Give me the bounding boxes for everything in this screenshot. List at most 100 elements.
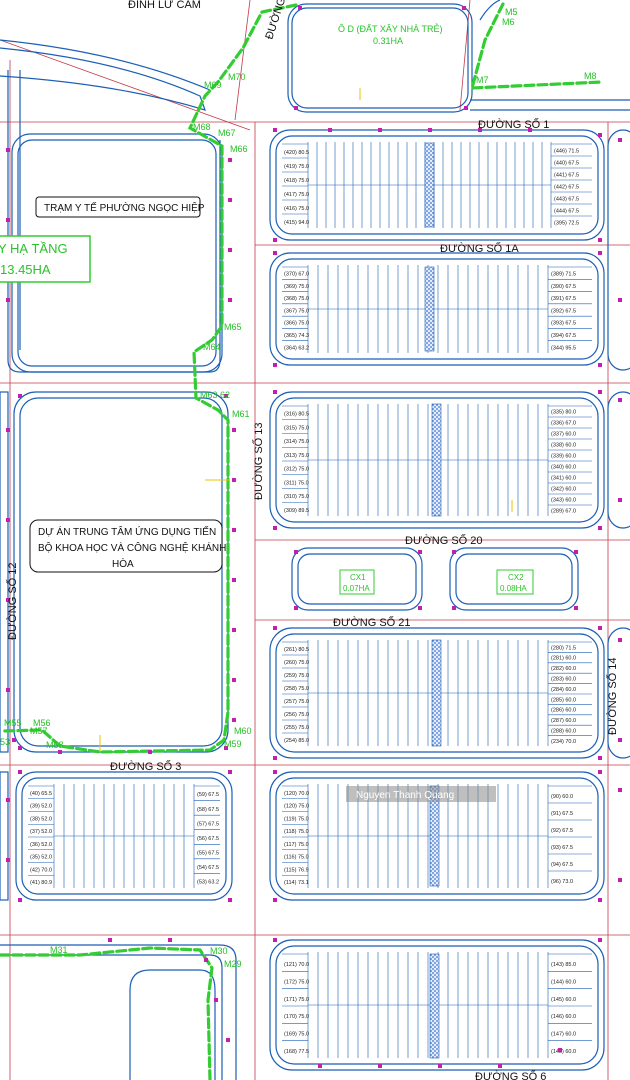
zone-tram-y-te: TRẠM Y TẾ PHƯỜNG NGỌC HIỆP — [44, 201, 205, 214]
lot-label: (395) 72.5 — [554, 220, 579, 226]
lot-label: (120) 70.0 — [284, 791, 309, 797]
zone-du-an-line3: HÒA — [112, 557, 134, 570]
road-label-duong-top: ĐƯỜNG — [262, 0, 288, 41]
boundary-marker — [378, 1064, 382, 1068]
watermark-band — [346, 786, 496, 802]
lot-label: (309) 89.5 — [284, 508, 309, 514]
cx2-box — [496, 569, 534, 595]
svg-text:M69: M69 — [204, 80, 222, 90]
svg-text:M68: M68 — [193, 122, 211, 132]
svg-text:M59: M59 — [224, 739, 242, 749]
svg-text:M8: M8 — [584, 71, 597, 81]
top-place-label: ĐỈNH LƯ CẦM — [128, 0, 201, 11]
lot-label: (288) 60.0 — [551, 728, 576, 734]
lot-label: (287) 60.0 — [551, 718, 576, 724]
lot-label: (147) 60.0 — [551, 1031, 576, 1037]
lot-label: (335) 80.0 — [551, 410, 576, 416]
lot-label: (440) 67.5 — [554, 160, 579, 166]
lot-label: (59) 67.5 — [197, 792, 219, 798]
svg-text:M70: M70 — [228, 72, 246, 82]
boundary-marker — [618, 498, 622, 502]
boundary-marker — [273, 770, 277, 774]
boundary-marker — [232, 718, 236, 722]
lot-label: (310) 75.0 — [284, 494, 309, 500]
lot-label: (170) 75.0 — [284, 1014, 309, 1020]
zone-od-name: Ô D (ĐẤT XÂY NHÀ TRẺ) — [338, 23, 443, 34]
boundary-marker — [228, 898, 232, 902]
lot-label: (343) 60.0 — [551, 498, 576, 504]
boundary-marker — [228, 770, 232, 774]
lot-label: (420) 80.5 — [284, 150, 309, 156]
lot-label: (144) 60.0 — [551, 979, 576, 985]
svg-text:M31: M31 — [50, 945, 68, 955]
lot-label: (259) 75.0 — [284, 673, 309, 679]
lot-label: (94) 67.5 — [551, 862, 573, 868]
lot-label: (255) 75.0 — [284, 725, 309, 731]
lot-label: (311) 75.0 — [284, 480, 309, 486]
lot-label: (389) 71.5 — [551, 272, 576, 278]
lot-label: (312) 75.0 — [284, 467, 309, 473]
svg-text:M7: M7 — [476, 75, 489, 85]
lot-label: (280) 71.5 — [551, 645, 576, 651]
block-cx1 — [291, 547, 423, 611]
lot-label: (54) 67.5 — [197, 865, 219, 871]
lot-label: (40) 65.5 — [30, 791, 52, 797]
lot-label: (418) 75.0 — [284, 178, 309, 184]
boundary-marker — [418, 550, 422, 554]
lot-label: (96) 73.0 — [551, 879, 573, 885]
lot-label: (283) 60.0 — [551, 676, 576, 682]
boundary-marker — [226, 1038, 230, 1042]
lot-label: (367) 75.0 — [284, 308, 309, 314]
boundary-markers — [6, 6, 622, 1068]
lot-label: (340) 60.0 — [551, 465, 576, 471]
svg-text:M58: M58 — [46, 740, 64, 750]
lot-label: (39) 52.0 — [30, 804, 52, 810]
lot-label: (146) 60.0 — [551, 1014, 576, 1020]
lot-label: (419) 75.0 — [284, 164, 309, 170]
lot-label: (37) 52.0 — [30, 829, 52, 835]
boundary-marker — [168, 938, 172, 942]
lot-label: (42) 70.0 — [30, 867, 52, 873]
boundary-marker — [273, 363, 277, 367]
boundary-marker — [478, 128, 482, 132]
lot-label: (416) 75.0 — [284, 206, 309, 212]
road-label-so20: ĐƯỜNG SỐ 20 — [405, 533, 483, 547]
svg-text:M30: M30 — [210, 946, 228, 956]
lot-label: (390) 67.5 — [551, 284, 576, 290]
lot-label: (171) 75.0 — [284, 997, 309, 1003]
lot-label: (286) 60.0 — [551, 708, 576, 714]
svg-text:M66: M66 — [230, 144, 248, 154]
lot-label: (41) 80.9 — [30, 880, 52, 886]
lot-label: (316) 80.5 — [284, 412, 309, 418]
boundary-marker — [232, 628, 236, 632]
lot-label: (118) 75.0 — [284, 829, 309, 835]
lot-label: (119) 75.0 — [284, 816, 309, 822]
road-label-so1a: ĐƯỜNG SỐ 1A — [440, 241, 519, 255]
boundary-marker — [232, 578, 236, 582]
lot-label: (35) 52.0 — [30, 855, 52, 861]
lot-label: (115) 76.9 — [284, 867, 309, 873]
boundary-marker — [228, 198, 232, 202]
lot-label: (441) 67.5 — [554, 172, 579, 178]
lot-label: (339) 60.0 — [551, 454, 576, 460]
road-label-so6: ĐƯỜNG SỐ 6 — [475, 1069, 546, 1080]
residential-blocks — [0, 129, 630, 1071]
lot-label: (341) 60.0 — [551, 476, 576, 482]
lot-label: (284) 60.0 — [551, 687, 576, 693]
boundary-marker — [378, 128, 382, 132]
lot-label: (444) 67.5 — [554, 208, 579, 214]
lot-label: (91) 67.5 — [551, 811, 573, 817]
lot-label: (313) 75.0 — [284, 453, 309, 459]
lot-label: (36) 52.0 — [30, 842, 52, 848]
svg-text:M29: M29 — [224, 959, 242, 969]
boundary-marker — [18, 394, 22, 398]
lot-label: (168) 77.5 — [284, 1049, 309, 1055]
lot-label: (281) 60.0 — [551, 656, 576, 662]
boundary-marker — [6, 428, 10, 432]
lot-label: (446) 71.5 — [554, 148, 579, 154]
lot-label: (368) 75.0 — [284, 296, 309, 302]
boundary-marker — [232, 678, 236, 682]
boundary-marker — [6, 148, 10, 152]
boundary-marker — [6, 298, 10, 302]
boundary-marker — [18, 746, 22, 750]
